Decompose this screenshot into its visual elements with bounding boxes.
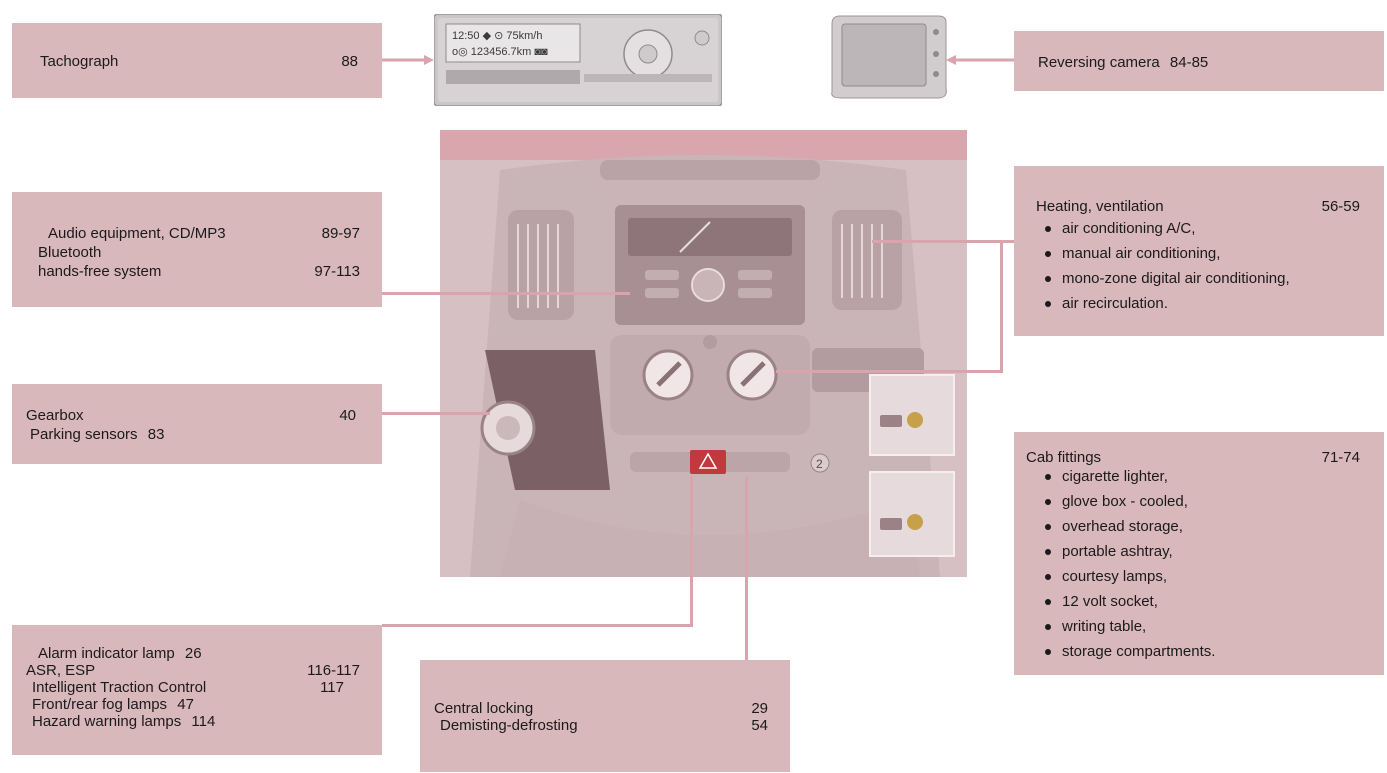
audio-line2-label: Bluetooth	[38, 243, 101, 262]
alarm-row-page: 117	[320, 679, 344, 696]
parking-sensors-page: 83	[148, 426, 165, 443]
cab-fittings-item: courtesy lamps,	[1036, 564, 1360, 589]
cab-fittings-item: storage compartments.	[1036, 639, 1360, 664]
cab-fittings-label-box: Cab fittings 71-74 cigarette lighter, gl…	[1014, 432, 1384, 675]
alarm-row-page: 114	[191, 713, 215, 730]
audio-line3-label: hands-free system	[38, 262, 161, 281]
cab-fittings-item: overhead storage,	[1036, 514, 1360, 539]
alarm-row-label: Hazard warning lamps	[32, 713, 181, 730]
cab-fittings-item: cigarette lighter,	[1036, 464, 1360, 489]
alarm-row: Intelligent Traction Control 117	[26, 679, 360, 696]
heating-label: Heating, ventilation	[1036, 197, 1164, 216]
gearbox-label: Gearbox	[26, 406, 84, 425]
central-locking-connector	[745, 476, 748, 660]
heating-item: air conditioning A/C,	[1036, 216, 1360, 241]
alarm-label-box: Alarm indicator lamp 26 ASR, ESP 116-117…	[12, 625, 382, 755]
heating-page: 56-59	[1322, 197, 1360, 216]
heating-item: mono-zone digital air conditioning,	[1036, 266, 1360, 291]
alarm-row-label: Alarm indicator lamp	[38, 645, 175, 662]
gearbox-page: 40	[339, 406, 356, 425]
alarm-row: ASR, ESP 116-117	[26, 662, 360, 679]
dashboard-illustration: 2	[440, 130, 967, 577]
central-locking-page: 29	[751, 700, 768, 717]
tachograph-label-box: Tachograph 88	[12, 23, 382, 98]
parking-sensors-label: Parking sensors	[26, 426, 138, 443]
audio-line1-page: 89-97	[322, 224, 360, 243]
alarm-row: Alarm indicator lamp 26	[26, 645, 360, 662]
alarm-row-label: ASR, ESP	[26, 662, 95, 679]
audio-line3-page: 97-113	[314, 262, 360, 281]
cab-fittings-item: portable ashtray,	[1036, 539, 1360, 564]
heating-item: air recirculation.	[1036, 291, 1360, 316]
tachograph-display-line2: o◎ 123456.7km ◙◙	[452, 46, 548, 58]
alarm-row-label: Front/rear fog lamps	[32, 696, 167, 713]
heating-item: manual air conditioning,	[1036, 241, 1360, 266]
central-locking-label-box: Central locking 29 Demisting-defrosting …	[420, 660, 790, 772]
gearbox-connector	[382, 412, 490, 415]
alarm-connector-vertical	[690, 476, 693, 626]
reversing-camera-page: 84-85	[1170, 54, 1208, 71]
demisting-page: 54	[751, 717, 768, 734]
reversing-camera-label: Reversing camera	[1038, 54, 1160, 71]
reversing-camera-label-box: Reversing camera 84-85	[1014, 31, 1384, 91]
heating-connector-down	[1000, 240, 1003, 372]
heating-connector-top	[872, 240, 1014, 243]
alarm-connector-horizontal	[382, 624, 693, 627]
tachograph-illustration: 12:50 ◆ ⊙ 75km/h o◎ 123456.7km ◙◙	[434, 14, 722, 106]
alarm-row: Front/rear fog lamps 47	[26, 696, 360, 713]
gearbox-label-box: Gearbox 40 Parking sensors 83	[12, 384, 382, 464]
cab-fittings-item: 12 volt socket,	[1036, 589, 1360, 614]
heating-label-box: Heating, ventilation 56-59 air condition…	[1014, 166, 1384, 336]
cab-fittings-item: glove box - cooled,	[1036, 489, 1360, 514]
tachograph-connector-arrow	[382, 52, 434, 68]
audio-line1-label: Audio equipment, CD/MP3	[38, 224, 226, 243]
reversing-camera-connector-arrow	[946, 52, 1014, 68]
cab-fittings-item: writing table,	[1036, 614, 1360, 639]
audio-connector	[382, 292, 630, 295]
tachograph-display-line1: 12:50 ◆ ⊙ 75km/h	[452, 30, 542, 42]
reversing-camera-illustration	[828, 14, 950, 100]
heating-connector-bottom	[776, 370, 1003, 373]
gear-knob-digit: 2	[816, 457, 823, 471]
alarm-row-page: 47	[177, 696, 194, 713]
central-locking-label: Central locking	[434, 700, 533, 717]
alarm-row-label: Intelligent Traction Control	[32, 679, 206, 696]
tachograph-page: 88	[341, 52, 358, 71]
demisting-label: Demisting-defrosting	[434, 717, 578, 734]
alarm-row: Hazard warning lamps 114	[26, 713, 360, 730]
alarm-row-page: 116-117	[307, 662, 360, 679]
audio-label-box: Audio equipment, CD/MP3 89-97 Bluetooth …	[12, 192, 382, 307]
tachograph-label: Tachograph	[40, 52, 118, 71]
alarm-row-page: 26	[185, 645, 202, 662]
